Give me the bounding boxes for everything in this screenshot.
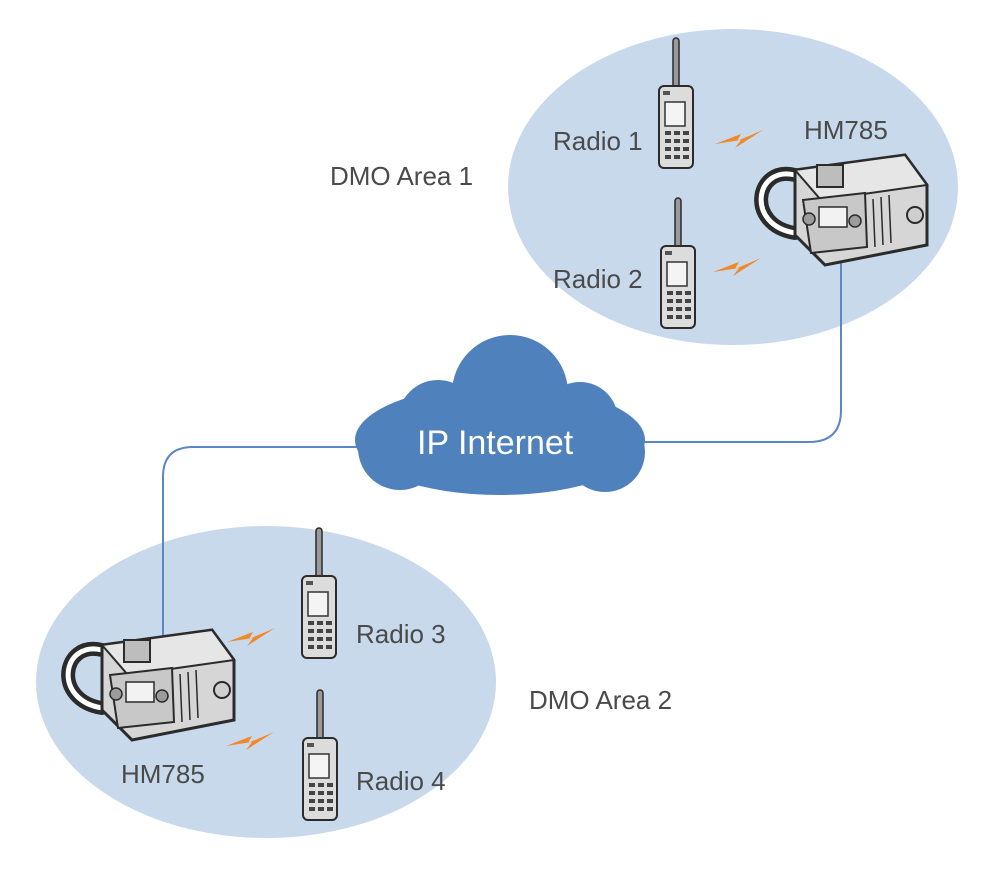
dmo-area-2-coverage	[36, 526, 496, 838]
cloud-label: IP Internet	[417, 424, 574, 462]
area-2-label: DMO Area 2	[529, 685, 673, 715]
radio-3-label: Radio 3	[356, 619, 446, 649]
repeater-2-label: HM785	[121, 759, 205, 789]
cloud-icon	[355, 335, 645, 495]
repeater-1-label: HM785	[804, 115, 888, 145]
link-internet-to-area2	[162, 446, 362, 655]
dmo-area-1-coverage	[508, 29, 958, 345]
radio-1-label: Radio 1	[553, 126, 643, 156]
radio-2-label: Radio 2	[553, 264, 643, 294]
link-area1-to-internet	[640, 258, 842, 443]
radio-4-label: Radio 4	[356, 766, 446, 796]
area-1-label: DMO Area 1	[330, 161, 474, 191]
